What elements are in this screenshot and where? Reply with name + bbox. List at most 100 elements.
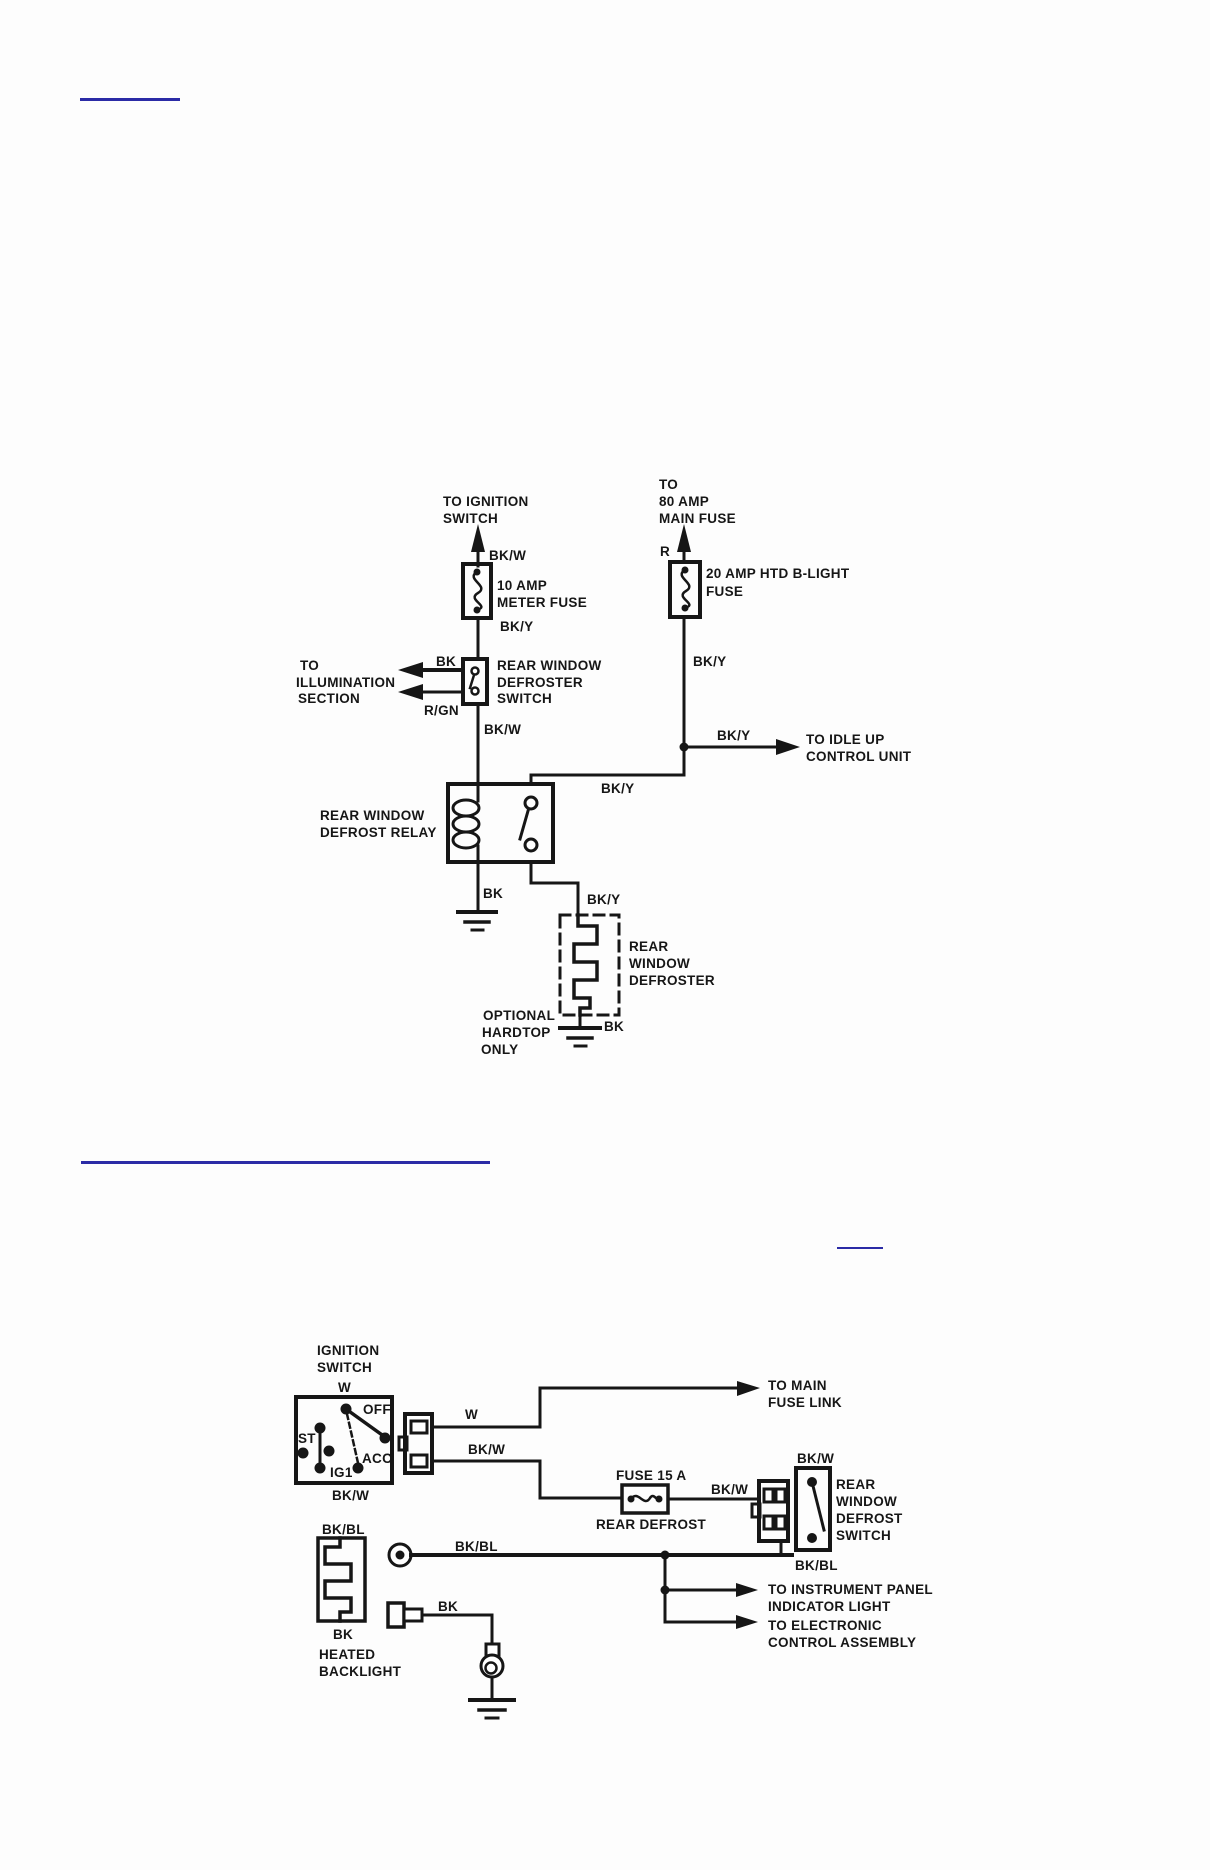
switch-terminal [352,1462,364,1474]
switch-arm [343,1406,388,1440]
to-main-fuse-label: 80 AMP [659,494,709,509]
switch-terminal [297,1447,309,1459]
wire-color-label: BK [604,1019,624,1034]
wire-color-label: BK/Y [601,781,634,796]
switch-contact [470,666,480,676]
up-arrow-head-icon [471,524,485,552]
wire-color-label: W [465,1407,478,1422]
to-illumination-label: ILLUMINATION [296,675,395,690]
position-label: ACC [362,1451,392,1466]
defroster-switch-label: DEFROSTER [497,675,583,690]
defrost-relay-label: DEFROST RELAY [320,825,437,840]
optional-dashed-box [558,913,621,1017]
ring-terminal-center [395,1550,405,1560]
wire-color-label: BK/W [489,548,526,563]
backlight-element-icon [323,1536,353,1623]
switch-terminal [807,1533,817,1543]
ignition-switch-box [294,1395,394,1485]
optional-hardtop-label: OPTIONAL [483,1008,555,1023]
hyperlink-underline-small[interactable] [837,1247,883,1249]
wire-color-label: BK/W [484,722,521,737]
to-electronic-label: TO ELECTRONIC [768,1618,882,1633]
wire [430,1386,743,1429]
fuse-terminal [473,568,481,576]
wire-color-label: BK/BL [455,1539,498,1554]
relay-coil-icon [451,814,481,834]
spade-connector-tab [402,1607,424,1623]
wire-color-label: R [660,544,670,559]
to-electronic-label: CONTROL ASSEMBLY [768,1635,916,1650]
defroster-element-icon [572,913,599,1017]
connector-pin [409,1453,429,1469]
right-arrow-head-icon [736,1615,758,1629]
defrost-switch-label: WINDOW [836,1494,897,1509]
connector-pin [774,1487,787,1504]
switch-terminal [323,1445,335,1457]
fuse-20a-label: 20 AMP HTD B-LIGHT [706,566,850,581]
hyperlink-underline-section[interactable] [81,1161,490,1164]
fuse-terminal [681,604,689,612]
position-label: IG1 [330,1465,353,1480]
ignition-switch-label: IGNITION [317,1343,379,1358]
position-label: OFF [363,1402,391,1417]
left-arrow-head-icon [398,684,423,700]
to-illumination-label: SECTION [298,691,360,706]
relay-contact [523,795,539,811]
fuse-element-icon [472,570,483,612]
hyperlink-underline-top[interactable] [80,98,180,101]
to-main-fuse-link-label: FUSE LINK [768,1395,842,1410]
switch-contact [470,686,480,696]
defroster-switch-label: REAR WINDOW [497,658,602,673]
heated-backlight-label: HEATED [319,1647,375,1662]
up-arrow-head-icon [677,524,691,552]
to-idle-up-label: CONTROL UNIT [806,749,912,764]
wire [420,1613,494,1646]
wire-color-label: BK/Y [500,619,533,634]
wire-color-label: BK/W [797,1451,834,1466]
wire-color-label: BK [483,886,503,901]
ignition-switch-label: SWITCH [317,1360,372,1375]
switch-arm [468,673,476,690]
fuse-20a-label: FUSE [706,584,743,599]
switch-arm-dashed [345,1412,360,1465]
defrost-relay-box [446,782,555,864]
connector-box [757,1479,790,1543]
wire [529,615,686,786]
rear-defroster-label: DEFROSTER [629,973,715,988]
relay-arm [518,809,530,841]
wire-color-label: BK/BL [795,1558,838,1573]
heated-backlight-label: BACKLIGHT [319,1664,402,1679]
wire-color-label: R/GN [424,703,459,718]
wire-color-label: BK [438,1599,458,1614]
to-main-fuse-link-label: TO MAIN [768,1378,827,1393]
spade-connector-icon [386,1601,406,1629]
fuse-element-icon [680,568,691,610]
rear-defroster-label: REAR [629,939,668,954]
defrost-switch-box [794,1466,832,1552]
defroster-switch-box [461,657,489,706]
connector-box [403,1412,434,1475]
position-label: ST [298,1431,316,1446]
relay-coil-icon [451,798,481,818]
wire-color-label: BK/Y [693,654,726,669]
to-instrument-panel-label: TO INSTRUMENT PANEL [768,1582,933,1597]
wire-color-label: BK/BL [322,1522,365,1537]
wire-color-label: BK/W [468,1442,505,1457]
defrost-switch-label: SWITCH [836,1528,891,1543]
fuse-terminal [681,566,689,574]
connector-pin [774,1514,787,1531]
fuse-15a-label: FUSE 15 A [616,1468,686,1483]
fuse-terminal [473,606,481,614]
to-illumination-label: TO [300,658,319,673]
right-arrow-head-icon [776,739,800,755]
switch-terminal [314,1462,326,1474]
relay-contact [523,837,539,853]
to-instrument-panel-label: INDICATOR LIGHT [768,1599,891,1614]
rear-defroster-label: WINDOW [629,956,690,971]
optional-hardtop-label: HARDTOP [482,1025,551,1040]
wire-color-label: BK/W [332,1488,369,1503]
to-ignition-label: TO IGNITION [443,494,529,509]
fuse-element-icon [629,1494,661,1503]
